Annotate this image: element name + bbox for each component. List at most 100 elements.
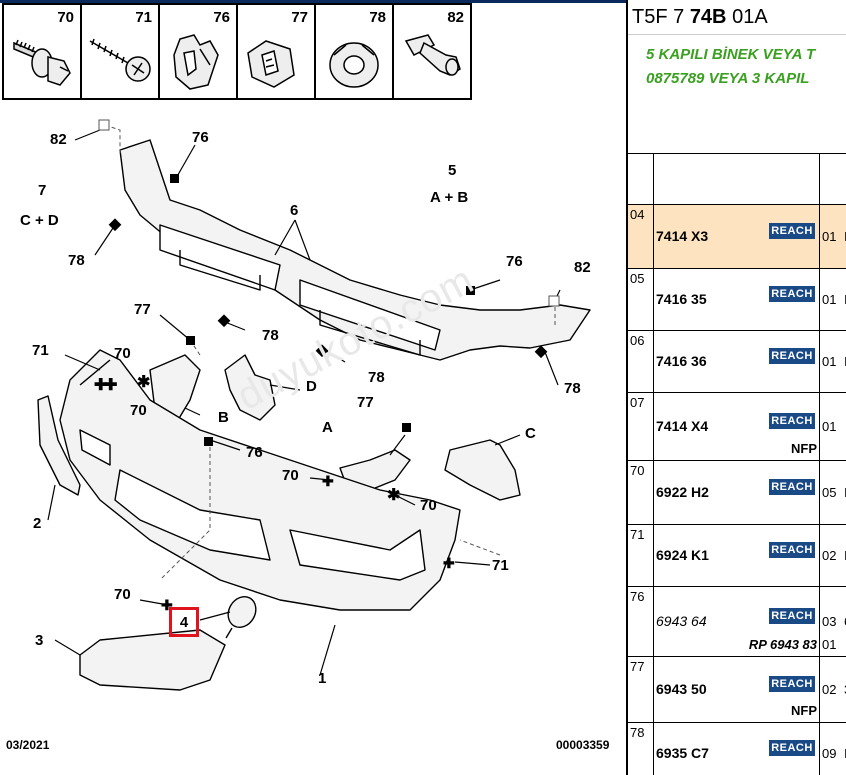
bolt-washer-icon (13, 39, 71, 86)
title-prefix: T5F 7 (632, 6, 685, 28)
quantity: 03 (822, 614, 837, 629)
fastener-icon-row: 70 71 (2, 3, 472, 100)
label-d: D (306, 378, 317, 395)
svg-text:✚: ✚ (94, 377, 107, 394)
reach-badge: REACH (769, 286, 815, 302)
truncated-column-text: I (844, 548, 846, 563)
label-4: 4 (179, 613, 189, 631)
reach-badge: REACH (769, 608, 815, 624)
row-index: 06 (630, 333, 645, 348)
label-76: 76 (506, 253, 523, 270)
part-reference[interactable]: 6935 C7 (656, 745, 709, 761)
label-70: 70 (420, 497, 437, 514)
label-82: 82 (50, 131, 67, 148)
row-index: 77 (630, 659, 645, 674)
footer-code: 00003359 (556, 738, 610, 752)
reach-badge: REACH (769, 479, 815, 495)
row-index: 76 (630, 589, 645, 604)
quantity-secondary: 01 (822, 637, 837, 652)
table-row[interactable]: 77 6943 50 REACH NFP 02 3 (628, 657, 846, 723)
part-note: RP 6943 83 (748, 637, 817, 652)
quantity: 01 (822, 229, 837, 244)
top-bar (0, 0, 626, 3)
icon-cell-76[interactable]: 76 (160, 5, 238, 98)
row-index: 07 (630, 395, 645, 410)
icon-number: 82 (447, 9, 464, 26)
svg-text:✚: ✚ (104, 377, 117, 394)
icon-number: 76 (213, 9, 230, 26)
quantity: 01 (822, 292, 837, 307)
svg-text:✱: ✱ (387, 487, 400, 504)
label-78: 78 (564, 380, 581, 397)
part-note: NFP (791, 703, 817, 718)
icon-cell-70[interactable]: 70 (4, 5, 82, 98)
part-note: NFP (791, 441, 817, 456)
reach-badge: REACH (769, 676, 815, 692)
vehicle-description: 5 KAPILI BİNEK VEYA T 0875789 VEYA 3 KAP… (628, 35, 846, 153)
icon-number: 78 (369, 9, 386, 26)
label-70: 70 (114, 586, 131, 603)
truncated-column-text: 3 (844, 682, 846, 697)
screw-icon (89, 38, 151, 82)
svg-text:✱: ✱ (137, 374, 150, 391)
part-reference[interactable]: 6943 64 (656, 613, 707, 629)
icon-cell-78[interactable]: 78 (316, 5, 394, 98)
bumper-exploded-diagram: ✚ ✚ ✚ ✚ ✚ ✱ ✱ 82 76 7 C + D 78 5 A + B 6… (20, 119, 591, 691)
part-reference[interactable]: 6922 H2 (656, 484, 709, 500)
quantity: 09 (822, 746, 837, 761)
label-3: 3 (35, 632, 43, 649)
label-b: B (218, 409, 229, 426)
footer-date: 03/2021 (6, 738, 50, 752)
part-reference[interactable]: 7414 X4 (656, 418, 709, 434)
part-reference[interactable]: 6924 K1 (656, 547, 709, 563)
description-line: 0875789 VEYA 3 KAPIL (646, 70, 810, 87)
reach-badge: REACH (769, 413, 815, 429)
quantity: 05 (822, 485, 837, 500)
table-header (628, 153, 846, 205)
icon-cell-77[interactable]: 77 (238, 5, 316, 98)
icon-cell-82[interactable]: 82 (394, 5, 470, 98)
row-index: 04 (630, 207, 645, 222)
icon-number: 77 (291, 9, 308, 26)
row-index: 05 (630, 271, 645, 286)
push-pin-icon (404, 34, 461, 76)
clip-icon (173, 34, 219, 90)
label-71: 71 (492, 557, 509, 574)
label-82: 82 (574, 259, 591, 276)
part-reference[interactable]: 6943 50 (656, 681, 707, 697)
icon-number: 71 (135, 9, 152, 26)
label-78: 78 (68, 252, 85, 269)
svg-text:✚: ✚ (322, 473, 334, 489)
row-index: 71 (630, 527, 645, 542)
table-row[interactable]: 05 7416 35 REACH 01 I (628, 269, 846, 331)
page-title: T5F 7 74B 01A (628, 0, 846, 35)
truncated-column-text: I (844, 292, 846, 307)
reach-badge: REACH (769, 740, 815, 756)
label-77: 77 (134, 301, 151, 318)
icon-cell-71[interactable]: 71 (82, 5, 160, 98)
diagram-panel: 70 71 (0, 0, 626, 752)
quantity: 02 (822, 548, 837, 563)
label-70: 70 (114, 345, 131, 362)
label-70: 70 (282, 467, 299, 484)
label-2: 2 (33, 515, 41, 532)
label-76: 76 (246, 444, 263, 461)
part-reference[interactable]: 7416 36 (656, 353, 707, 369)
clip-fastener-icon (247, 40, 295, 88)
part-reference[interactable]: 7416 35 (656, 291, 707, 307)
description-line: 5 KAPILI BİNEK VEYA T (646, 46, 816, 63)
quantity: 02 (822, 682, 837, 697)
icon-number: 70 (57, 9, 74, 26)
part-reference[interactable]: 7414 X3 (656, 228, 709, 244)
selected-part-marker-4[interactable]: 4 (169, 607, 199, 637)
row-index: 70 (630, 463, 645, 478)
truncated-column-text: I (844, 746, 846, 761)
